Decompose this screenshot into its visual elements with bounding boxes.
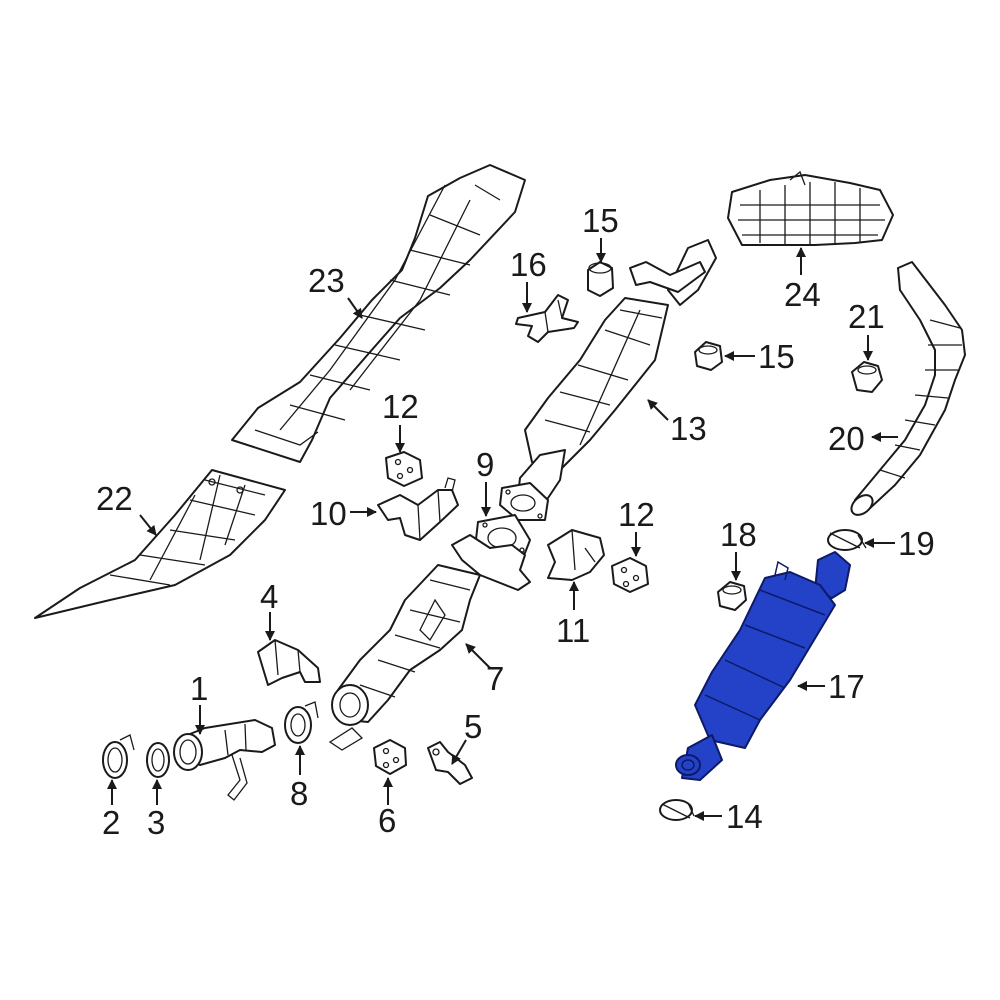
callout-labels: 23 22 24 21 20 19 15 15 16 13 12 10 9 7 … — [96, 202, 935, 841]
part-10-bracket — [377, 477, 459, 541]
callout-10: 10 — [310, 495, 347, 532]
part-19-clamp — [827, 529, 867, 551]
callout-20: 20 — [828, 420, 865, 457]
leader-lines — [107, 238, 898, 821]
callout-12-upper: 12 — [382, 388, 419, 425]
callout-15-right: 15 — [758, 338, 795, 375]
part-4-bracket — [257, 639, 321, 686]
part-21-nut — [851, 361, 883, 393]
part-5-bracket — [427, 741, 473, 785]
callout-4: 4 — [260, 578, 278, 615]
part-7-converter — [328, 534, 531, 751]
callout-7: 7 — [486, 660, 504, 697]
part-3-gasket — [146, 742, 170, 778]
callout-8: 8 — [290, 775, 308, 812]
callout-22: 22 — [96, 480, 133, 517]
part-23-heat-shield — [231, 164, 526, 463]
part-18-nut — [717, 581, 747, 611]
part-12-mount-upper — [385, 451, 423, 487]
callout-17: 17 — [828, 668, 865, 705]
callout-11: 11 — [556, 612, 590, 649]
callout-16: 16 — [510, 246, 547, 283]
part-17-muffler — [675, 551, 851, 781]
part-11-bracket — [547, 529, 605, 581]
part-13-dpf-assembly — [499, 239, 717, 521]
callout-21: 21 — [848, 298, 885, 335]
part-15-nut-right — [694, 341, 723, 371]
part-22-heat-shield — [34, 469, 286, 619]
part-2-clamp — [102, 734, 135, 779]
part-15-nut-top — [587, 261, 614, 297]
callout-13: 13 — [670, 410, 707, 447]
part-1-pipe — [173, 719, 276, 801]
callout-6: 6 — [378, 802, 396, 839]
callout-1: 1 — [190, 670, 208, 707]
callout-18: 18 — [720, 516, 757, 553]
callout-5: 5 — [464, 708, 482, 745]
callout-3: 3 — [147, 804, 165, 841]
part-12-mount-right — [611, 557, 649, 593]
callout-12-right: 12 — [618, 496, 655, 533]
callout-15-top: 15 — [582, 202, 619, 239]
callout-9: 9 — [476, 446, 494, 483]
part-20-tailpipe — [850, 261, 966, 516]
callout-2: 2 — [102, 804, 120, 841]
callout-14: 14 — [726, 798, 763, 835]
part-6-mount — [373, 739, 407, 775]
part-24-heat-shield — [727, 170, 894, 246]
callout-24: 24 — [784, 276, 821, 313]
part-16-bracket — [515, 294, 579, 343]
callout-23: 23 — [308, 262, 345, 299]
part-8-clamp — [284, 701, 319, 744]
part-14-clamp — [659, 799, 695, 821]
callout-19: 19 — [898, 525, 935, 562]
